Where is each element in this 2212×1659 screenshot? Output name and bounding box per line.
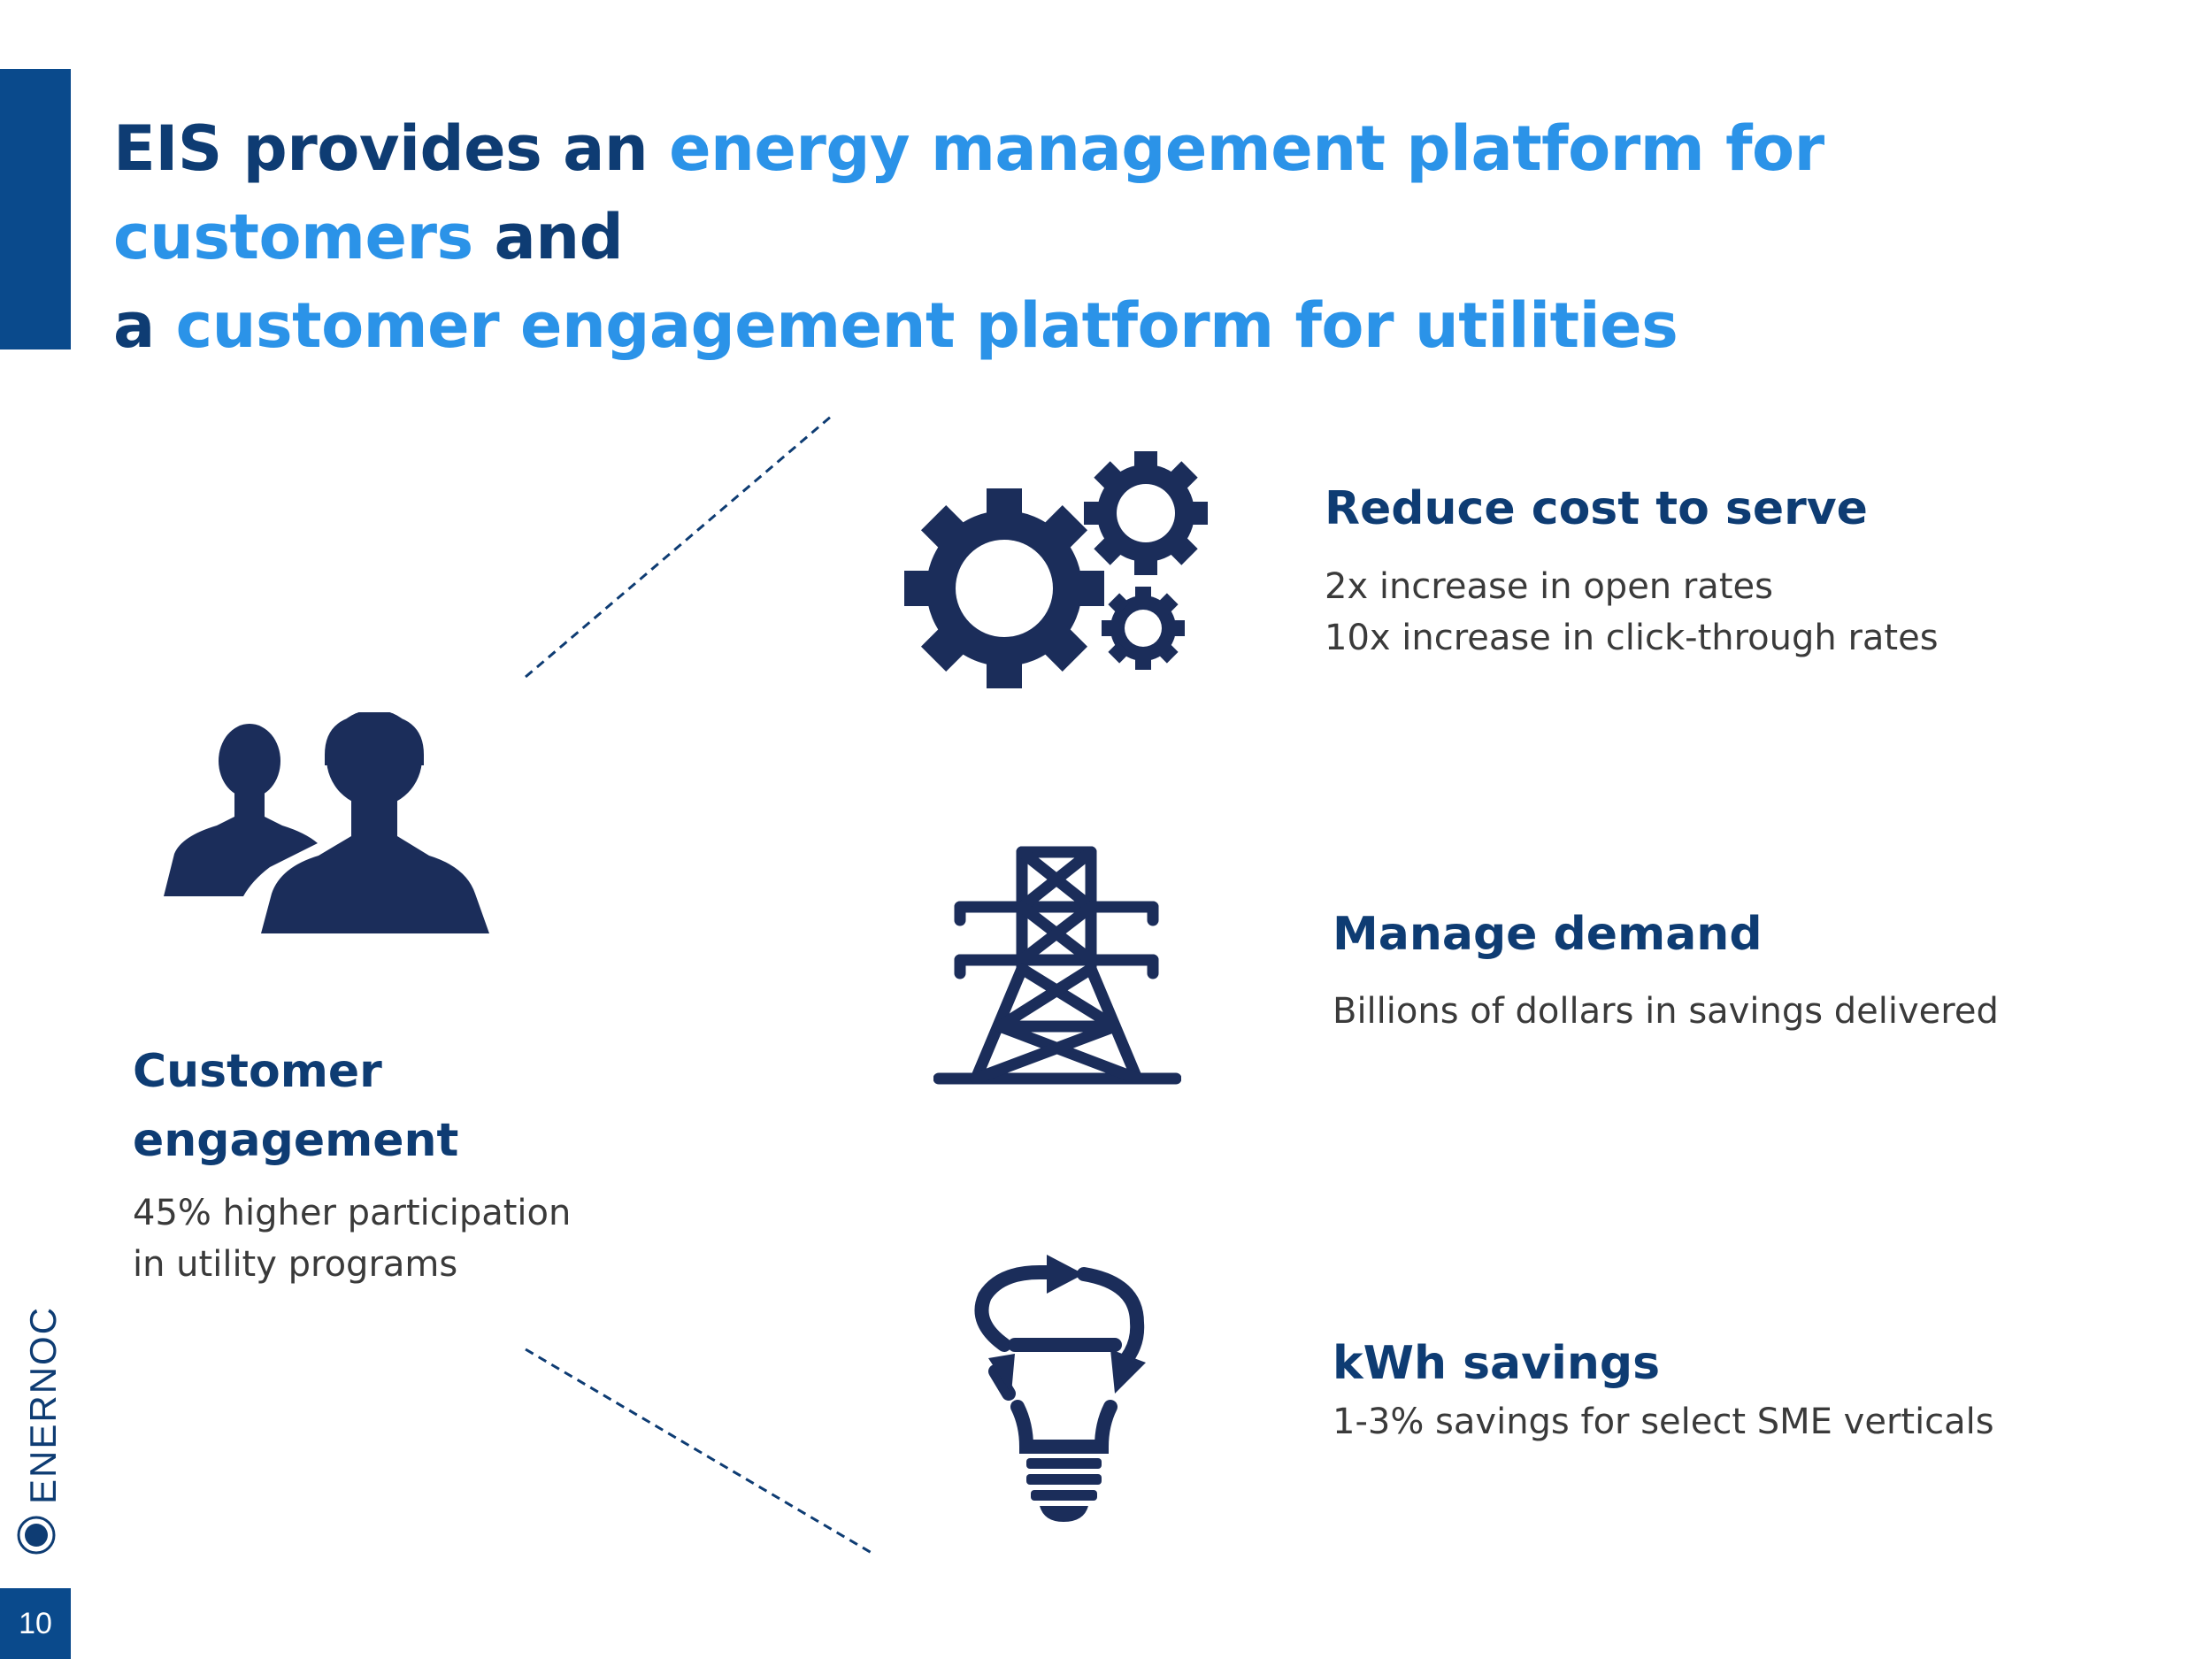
gears-icon: [904, 451, 1208, 688]
text-line: 1-3% savings for select SME verticals: [1333, 1402, 1994, 1442]
text-line: 2x increase in open rates: [1325, 566, 1773, 607]
slide-title: EIS provides an energy management platfo…: [113, 104, 2148, 370]
title-text: and: [472, 201, 624, 273]
text-line: in utility programs: [133, 1244, 458, 1285]
benefit-heading-manage-demand: Manage demand: [1333, 908, 1763, 961]
benefit-heading-kwh-savings: kWh savings: [1333, 1337, 1661, 1390]
heading-line: engagement: [133, 1114, 459, 1167]
connector-line-top: [525, 414, 833, 679]
enernoc-logo: ENERNOC: [22, 1305, 64, 1504]
lightbulb-recycle-icon: [974, 1255, 1146, 1522]
transmission-tower-icon: [933, 846, 1181, 1085]
title-highlight: customer engagement platform for utiliti…: [175, 289, 1678, 362]
title-text: a: [113, 289, 176, 362]
text-line: Billions of dollars in savings delivered: [1333, 991, 1999, 1032]
title-accent-bar: [0, 69, 71, 349]
text-line: 10x increase in click-through rates: [1325, 618, 1939, 658]
heading-line: Customer: [133, 1045, 382, 1098]
text-line: 45% higher participation: [133, 1193, 572, 1233]
benefit-heading-reduce-cost: Reduce cost to serve: [1325, 482, 1868, 535]
benefit-text-manage-demand: Billions of dollars in savings delivered: [1333, 986, 1999, 1037]
benefit-text-kwh-savings: 1-3% savings for select SME verticals: [1333, 1396, 1994, 1448]
enernoc-logo-mark-icon: [17, 1516, 56, 1555]
page-number: 10: [0, 1588, 71, 1659]
connector-line-bottom: [525, 1348, 872, 1555]
customer-engagement-text: 45% higher participation in utility prog…: [133, 1187, 571, 1290]
customer-engagement-heading: Customer engagement: [133, 1037, 458, 1175]
title-highlight: energy management platform for customers: [113, 112, 1824, 273]
people-icon: [164, 712, 489, 933]
title-text: EIS provides an: [113, 112, 670, 185]
benefit-text-reduce-cost: 2x increase in open rates 10x increase i…: [1325, 561, 1939, 664]
